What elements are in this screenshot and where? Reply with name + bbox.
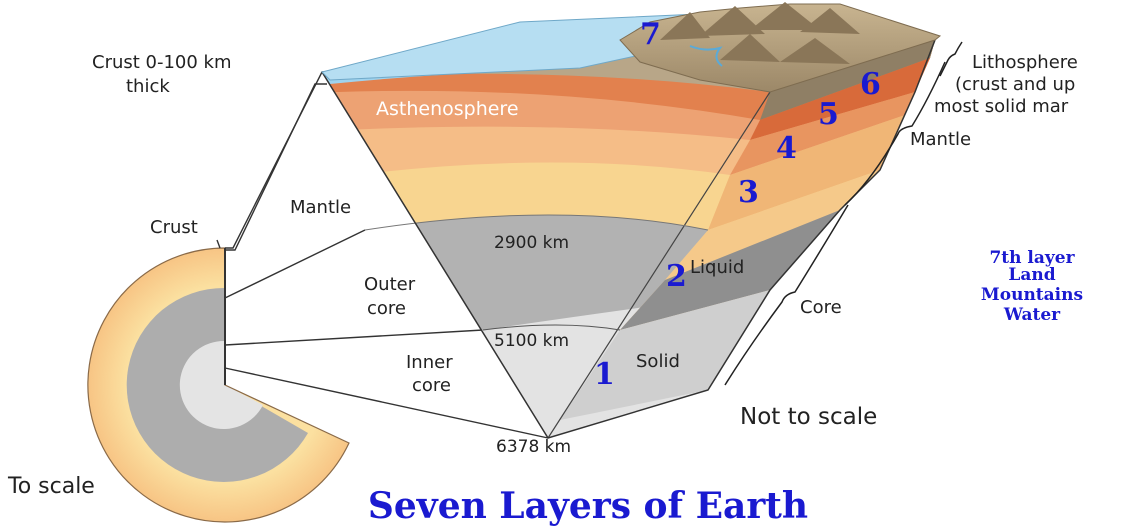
note-line-1: 7th layer (989, 248, 1075, 268)
crust-outline (87, 247, 350, 523)
note-line-4: Water (1003, 305, 1061, 325)
lithosphere-brace (939, 41, 963, 77)
diagram-title: Seven Layers of Earth (368, 485, 808, 527)
mantle-right-label: Mantle (910, 129, 971, 150)
layer-number-2: 2 (666, 259, 687, 294)
river (689, 45, 723, 67)
inner-core-disc (179, 340, 263, 429)
core-right-label: Core (800, 297, 842, 318)
layer-number-7: 7 (640, 17, 661, 52)
seventh-layer-note: 7th layer Land Mountains Water (981, 248, 1083, 325)
lithosphere-label-line2: (crust and up (955, 74, 1075, 95)
outer-core-label: Outer (364, 274, 416, 295)
asthenosphere-label: Asthenosphere (376, 98, 519, 120)
outer-core-label-line2: core (367, 298, 406, 319)
inner-core-label-line2: core (412, 375, 451, 396)
mountain-peaks (660, 2, 860, 64)
depth-2900-label: 2900 km (494, 233, 569, 253)
depth-6378-label: 6378 km (496, 437, 571, 457)
mantle-label: Mantle (290, 197, 351, 218)
solid-label: Solid (636, 351, 680, 372)
crust-label: Crust (150, 217, 198, 238)
to-scale-label: To scale (7, 474, 95, 499)
layer-number-6: 6 (860, 67, 881, 102)
lithosphere-label-line3: most solid mar (934, 96, 1069, 117)
note-line-2: Land (1008, 265, 1055, 285)
note-line-3: Mountains (981, 285, 1083, 305)
labels: Crust 0-100 km thick Asthenosphere Mantl… (7, 52, 1078, 499)
layer-number-3: 3 (738, 175, 759, 210)
projection-lines (216, 71, 549, 439)
crust-thickness-label-line2: thick (126, 76, 170, 97)
layer-number-5: 5 (818, 97, 839, 132)
layer-numbers: 1 2 3 4 5 6 7 (594, 17, 881, 392)
layer-number-1: 1 (594, 357, 615, 392)
lithosphere-label: Lithosphere (972, 52, 1078, 73)
side-braces (724, 41, 963, 386)
layer-number-4: 4 (776, 131, 797, 166)
liquid-label: Liquid (690, 257, 744, 278)
depth-5100-label: 5100 km (494, 331, 569, 351)
core-brace (724, 204, 849, 386)
to-scale-cross-section (87, 247, 350, 523)
crust-thickness-label: Crust 0-100 km (92, 52, 232, 73)
inner-core-label: Inner (406, 352, 453, 373)
not-to-scale-label: Not to scale (740, 404, 877, 430)
mantle-brace (844, 61, 946, 206)
